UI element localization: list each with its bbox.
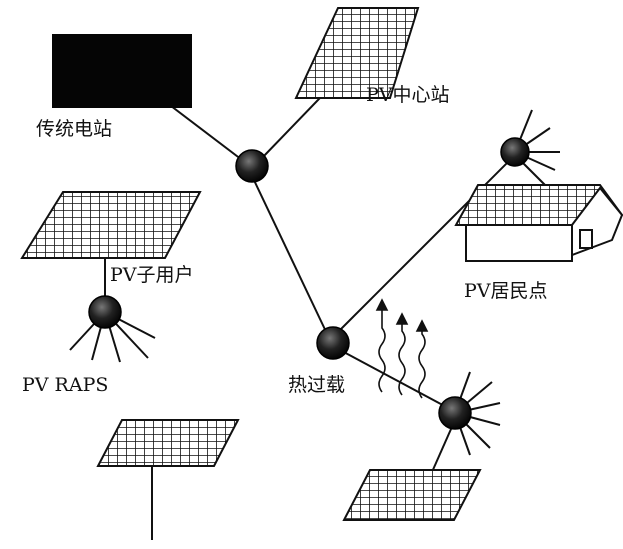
- subuser-node: [69, 295, 156, 363]
- traditional-station-block: [52, 34, 192, 108]
- heat-arrow-3: [418, 326, 426, 399]
- line-load-to-node: [339, 349, 453, 411]
- bottom-right-node: [438, 371, 501, 456]
- label-traditional-station: 传统电站: [36, 118, 113, 140]
- heat-arrow-1: [378, 302, 386, 393]
- heat-arrows: [375, 298, 429, 399]
- house-wall: [465, 224, 573, 262]
- label-pv-central-station: PV中心站: [366, 84, 450, 106]
- residential-house: [454, 184, 623, 262]
- house-door: [579, 229, 593, 249]
- load-node: [316, 326, 350, 360]
- label-thermal-overload: 热过载: [288, 374, 346, 396]
- line-hub-to-load: [251, 175, 331, 341]
- pv-central-panel: [294, 7, 420, 99]
- connection-lines: [104, 71, 549, 540]
- residential-node: [500, 109, 560, 171]
- pv-bottom-left-panel: [96, 419, 240, 467]
- pv-bottom-right-panel: [342, 469, 482, 521]
- line-res-node-to-house: [521, 161, 549, 189]
- label-pv-raps: PV RAPS: [22, 374, 109, 396]
- hub-node: [235, 149, 269, 183]
- label-pv-user: PV子用户: [110, 264, 194, 286]
- label-pv-residential: PV居民点: [464, 280, 548, 302]
- pv-subuser-panel: [20, 191, 202, 259]
- heat-arrow-2: [398, 318, 406, 396]
